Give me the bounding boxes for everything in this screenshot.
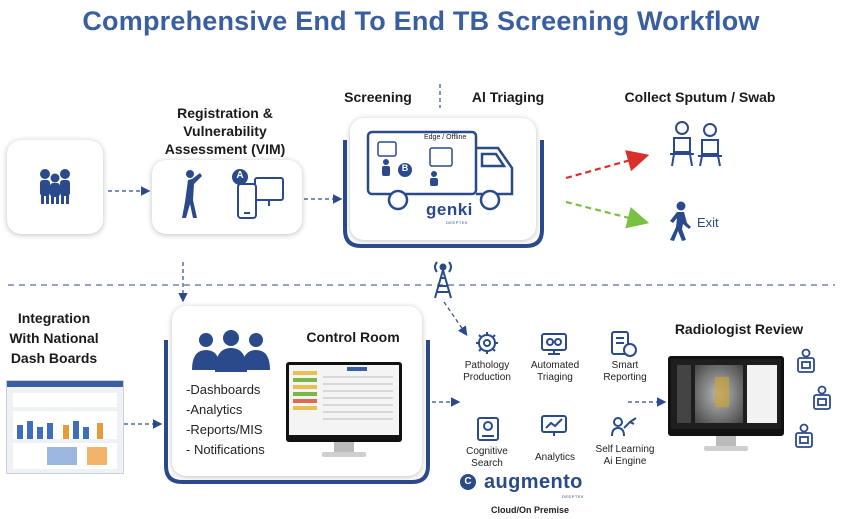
screening-box-frame — [343, 140, 544, 248]
feature-self-learning: Self Learning Ai Engine — [595, 444, 655, 467]
control-item-dashboards: -Dashboards — [186, 382, 261, 397]
control-room-frame — [164, 340, 430, 484]
badge-a-circle — [232, 169, 248, 185]
page-title: Comprehensive End To End TB Screening Wo… — [82, 6, 760, 36]
exit-label: Exit — [697, 215, 719, 230]
arrow-to-exit — [565, 200, 650, 229]
mobile-van-icon — [366, 130, 514, 211]
phone-monitor-icon — [237, 177, 284, 219]
walking-person-icon — [670, 201, 691, 241]
control-item-notifications: - Notifications — [186, 442, 265, 457]
radiologist-monitor — [668, 356, 784, 451]
gear-brain-icon — [476, 332, 498, 354]
search-person-icon — [477, 417, 499, 441]
arrow-to-sputum — [565, 150, 650, 180]
badge-a: A — [236, 170, 244, 181]
signal-tower-icon — [434, 261, 452, 299]
feature-smart: Smart Reporting — [603, 360, 647, 383]
control-room-list: -Dashboards -Analytics -Reports/MIS - No… — [186, 380, 265, 460]
self-learning-icon — [611, 417, 637, 437]
registration-card: A — [152, 160, 302, 234]
control-room-label: Control Room — [306, 329, 400, 345]
monitor-analysis-icon — [541, 333, 567, 355]
cloud-premise-label: Cloud/On Premise — [490, 505, 570, 515]
badge-c: C — [464, 476, 472, 487]
badge-b: B — [401, 163, 409, 173]
augmento-deeptek-text: DEEPTEK — [562, 494, 585, 499]
integration-label: Integration With National Dash Boards — [9, 310, 99, 366]
edge-offline-label: Edge / Offline — [424, 134, 467, 141]
team-icon — [192, 330, 270, 372]
registration-label: Registration & Vulnerability Assessment … — [164, 105, 286, 157]
genki-logo: genki — [426, 200, 473, 219]
genki-deeptek-text: DEEPTEK — [446, 220, 469, 225]
feature-cognitive: Cognitive Search — [466, 446, 508, 469]
feature-automated: Automated Triaging — [530, 360, 580, 383]
feature-analytics: Analytics — [534, 452, 575, 463]
people-group-icon — [40, 169, 70, 204]
feature-pathology: Pathology Production — [463, 360, 511, 383]
radiologists-icon — [795, 348, 831, 448]
screening-label: Screening — [344, 89, 412, 105]
collect-sputum-label: Collect Sputum / Swab — [624, 89, 776, 105]
augmento-logo: augmento — [484, 471, 583, 493]
augmento-badge — [460, 474, 476, 490]
screening-card: B Edge / Offline genki DEEPTEK — [350, 118, 536, 240]
report-icon — [611, 331, 637, 357]
people-card — [7, 140, 103, 234]
control-item-analytics: -Analytics — [186, 402, 243, 417]
analytics-monitor-icon — [541, 415, 567, 436]
control-room-monitor — [286, 362, 402, 457]
doctor-patient-icon — [670, 121, 722, 167]
control-room-card: Control Room -Dashboards -Analytics -Rep… — [172, 306, 422, 476]
dancing-person-icon — [182, 170, 202, 218]
control-item-reports: -Reports/MIS — [186, 422, 263, 437]
national-dashboard-screenshot — [6, 380, 124, 474]
arrow-tower-to-features — [443, 301, 468, 336]
ai-triaging-label: Al Triaging — [471, 89, 545, 105]
radiologist-label: Radiologist Review — [674, 321, 804, 337]
